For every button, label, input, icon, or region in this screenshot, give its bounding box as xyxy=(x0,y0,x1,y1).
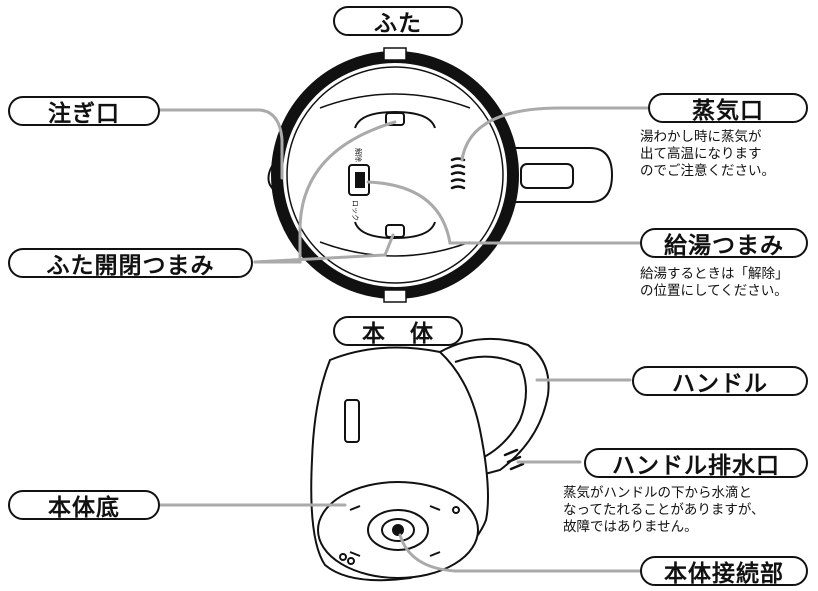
note-line: 蒸気がハンドルの下から水滴と xyxy=(563,485,752,501)
leader-lines xyxy=(158,106,649,573)
lid-lock-mark: ロック xyxy=(351,200,359,221)
label-body-bottom: 本体底 xyxy=(8,490,160,521)
label-handle: ハンドル xyxy=(632,366,808,397)
note-line: 湯わかし時に蒸気が xyxy=(640,129,762,145)
note-handle-drain: 蒸気がハンドルの下から水滴と なってたれることがありますが、 故障ではありません… xyxy=(563,485,765,536)
label-steam-vent: 蒸気口 xyxy=(648,93,808,124)
note-line: なってたれることがありますが、 xyxy=(563,502,765,518)
label-handle-drain: ハンドル排水口 xyxy=(584,448,808,479)
note-steam-vent: 湯わかし時に蒸気が 出て高温になります のでご注意ください。 xyxy=(640,129,775,180)
note-line: の位置にしてください。 xyxy=(640,283,788,299)
note-line: 給湯するときは「解除」 xyxy=(640,266,789,282)
note-line: 出て高温になります xyxy=(640,146,762,162)
note-pour-knob: 給湯するときは「解除」 の位置にしてください。 xyxy=(640,266,789,300)
label-lid: ふた xyxy=(333,6,463,37)
label-body-connector: 本体接続部 xyxy=(640,556,808,587)
label-lid-open-knob: ふた開閉つまみ xyxy=(8,248,253,279)
label-body: 本 体 xyxy=(333,316,463,347)
label-spout: 注ぎ口 xyxy=(8,96,160,127)
label-pour-knob: 給湯つまみ xyxy=(640,228,808,259)
body-side-view xyxy=(310,337,550,582)
lid-release-mark: 解除 xyxy=(354,148,363,162)
lid-top-view xyxy=(267,47,614,303)
note-line: のでご注意ください。 xyxy=(640,163,775,179)
note-line: 故障ではありません。 xyxy=(563,519,698,535)
